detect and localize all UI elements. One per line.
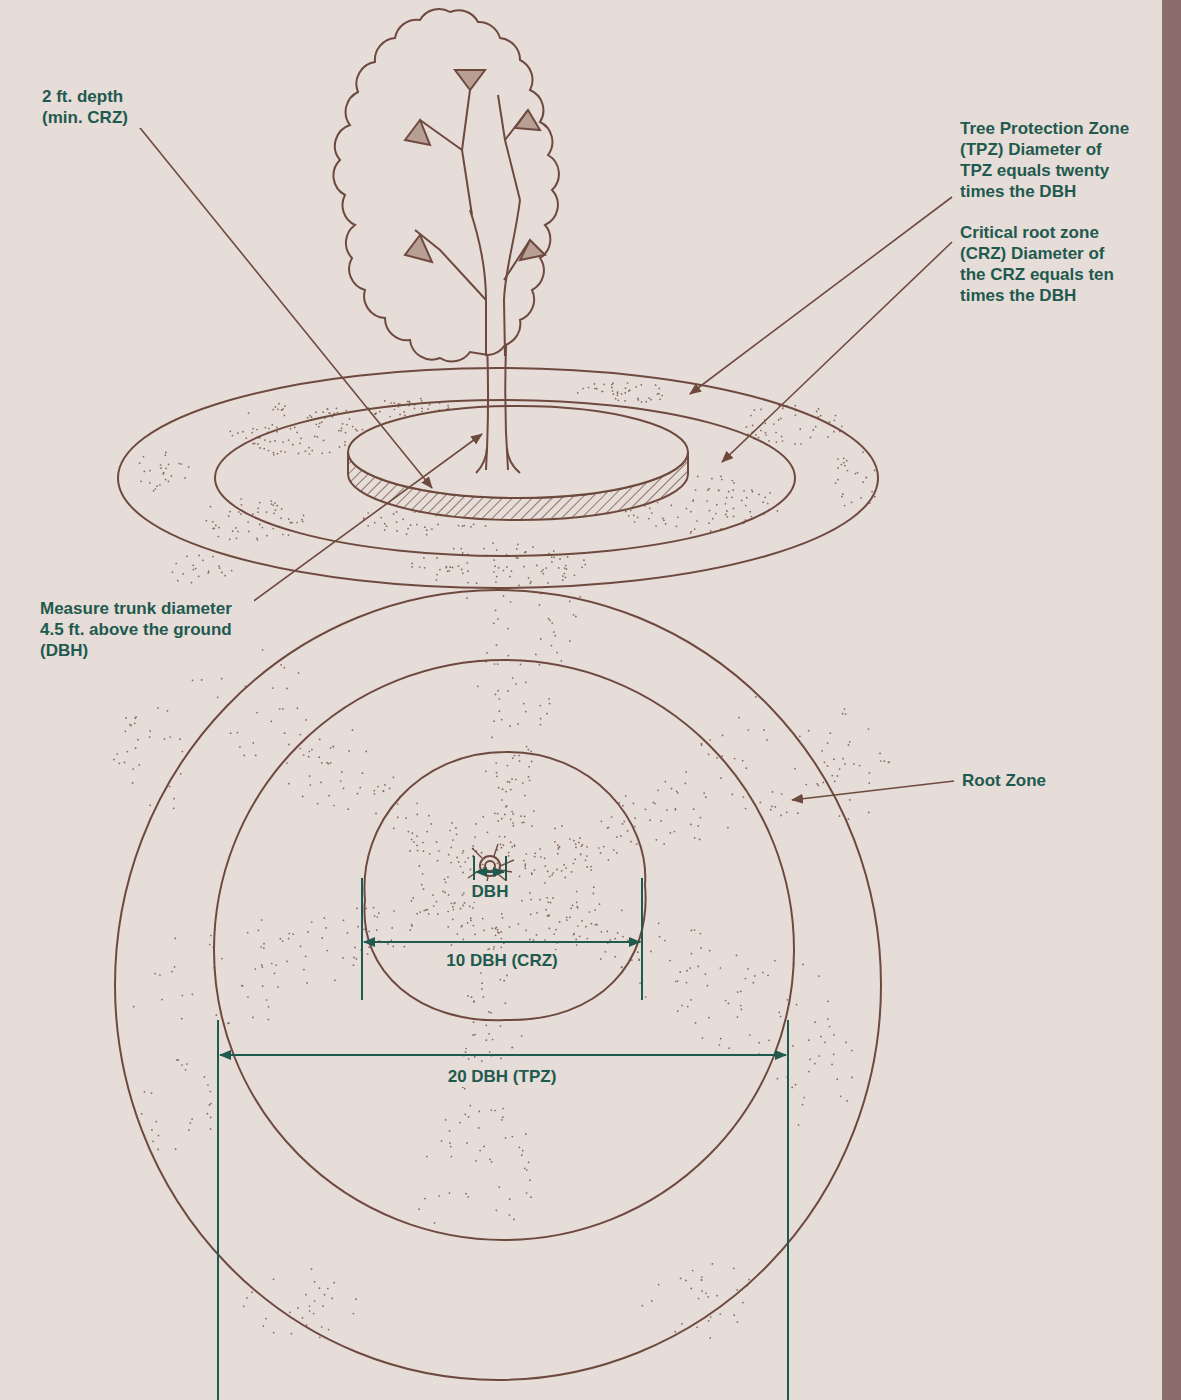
dimension-tick (217, 1020, 219, 1400)
stipple (114, 383, 889, 1338)
callout-label: Root Zone (960, 770, 1104, 791)
dimension-arrow (364, 941, 640, 943)
branch (415, 230, 486, 300)
leader-line (792, 781, 954, 800)
leaf-shadow (515, 110, 540, 130)
dimension-arrow (220, 1054, 786, 1056)
root-zone-outer (115, 590, 881, 1380)
dimension-tick (641, 878, 643, 1000)
leaf-shadow (405, 235, 432, 262)
leaf-shadow (405, 120, 430, 145)
dimension-arrow (476, 871, 504, 873)
dimension-tick (361, 878, 363, 1000)
crz-outline (364, 752, 645, 1020)
dimension-tick (787, 1020, 789, 1400)
leaf-shadow (455, 70, 485, 90)
callout-label: Critical root zone (CRZ) Diameter of the… (958, 222, 1128, 306)
tree-canopy (333, 9, 558, 361)
callout-label: Measure trunk diameter 4.5 ft. above the… (38, 598, 254, 661)
trunk-flare (507, 448, 520, 473)
tpz-circle (214, 660, 794, 1240)
dimension-tick (473, 856, 475, 880)
trunk-flare (476, 448, 487, 473)
trunk-ring (485, 861, 495, 871)
dimension-label: 10 DBH (CRZ) (444, 950, 559, 971)
tpz-ellipse (118, 368, 878, 588)
leaf-shadow (520, 240, 545, 260)
soil-disc-top (348, 406, 688, 498)
leader-line (132, 118, 432, 488)
dimension-tick (505, 856, 507, 880)
leader-line (236, 434, 482, 614)
leader-line (690, 197, 952, 394)
branch (462, 90, 472, 215)
callout-label: Tree Protection Zone (TPZ) Diameter of T… (958, 118, 1138, 202)
branch (498, 95, 520, 200)
branch (470, 210, 486, 356)
callout-label: 2 ft. depth (min. CRZ) (40, 86, 156, 128)
leader-line (722, 242, 952, 462)
dimension-label: 20 DBH (TPZ) (446, 1066, 559, 1087)
dimension-label: DBH (470, 881, 511, 902)
edge-band (1162, 0, 1181, 1400)
